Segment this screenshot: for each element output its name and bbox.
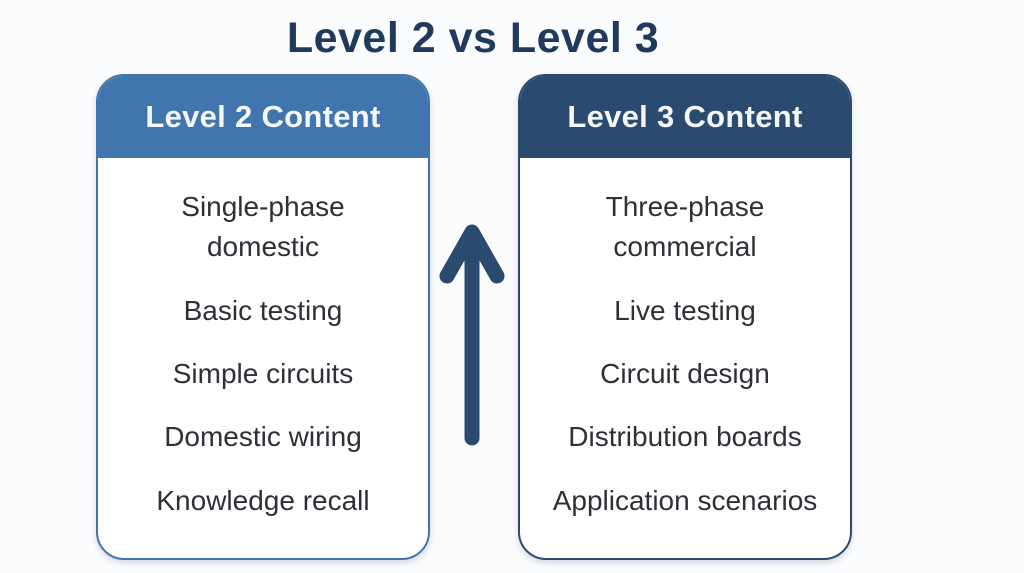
list-item: Distribution boards <box>568 421 802 453</box>
page-title: Level 2 vs Level 3 <box>286 14 660 62</box>
list-item: Knowledge recall <box>156 484 370 516</box>
list-item: Basic testing <box>183 294 343 326</box>
level2-card-header: Level 2 Content <box>98 76 428 158</box>
list-item: Simple circuits <box>172 357 354 389</box>
level3-card: Level 3 Content Three-phase commercial L… <box>518 74 852 560</box>
level3-card-body: Three-phase commercial Live testing Circ… <box>520 158 850 558</box>
list-item: Domestic wiring <box>164 421 362 453</box>
level2-card: Level 2 Content Single-phase domestic Ba… <box>96 74 430 560</box>
list-item: Application scenarios <box>552 484 818 516</box>
list-item: Live testing <box>614 294 756 326</box>
level3-card-header: Level 3 Content <box>520 76 850 158</box>
list-item: Three-phase commercial <box>605 191 765 263</box>
up-arrow-icon <box>439 224 505 446</box>
level2-card-body: Single-phase domestic Basic testing Simp… <box>98 158 428 558</box>
list-item: Circuit design <box>600 357 770 389</box>
list-item: Single-phase domestic <box>181 191 345 263</box>
